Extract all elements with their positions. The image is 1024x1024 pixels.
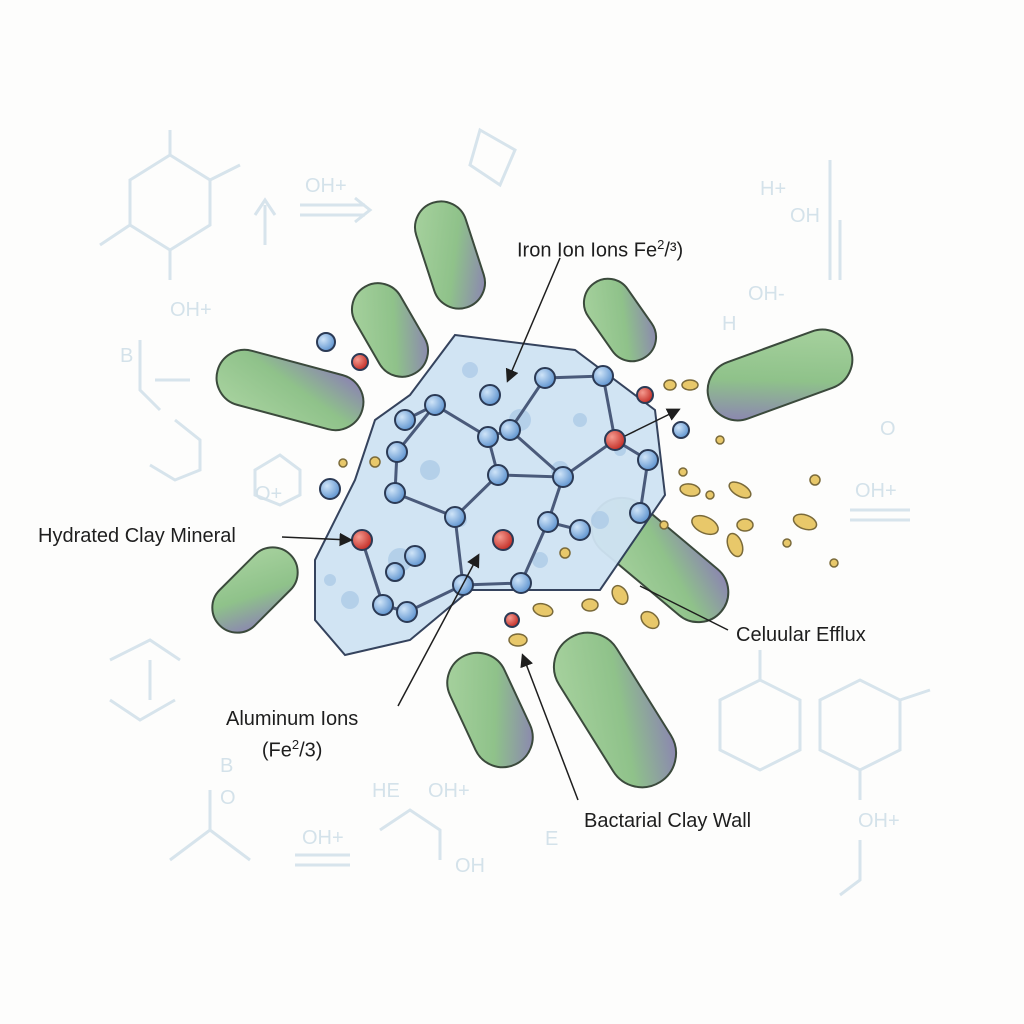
leader-iron [505,257,561,383]
background-chem-label: B [220,755,233,777]
label-hydrated-clay-mineral: Hydrated Clay Mineral [38,525,236,547]
background-labels: OH+ OH+ H+ OH OH- H B O+ O OH+ B O HE OH… [120,175,900,877]
label-bacterial-clay-wall: Bactarial Clay Wall [584,810,752,832]
aluminum-ion [384,482,406,504]
bacterium [215,348,365,432]
aluminum-ion [672,421,690,439]
background-chem-label: OH+ [858,810,900,832]
bacterium [706,328,854,422]
background-chem-label: OH [790,205,820,227]
aluminum-ion [629,502,651,524]
label-iron-text: Iron Ion Ions Fe [517,239,658,262]
label-iron-sup: 2 [657,237,665,252]
background-chem-label: OH+ [170,299,212,321]
aluminum-ion [404,545,426,567]
bacterium [414,200,486,310]
bacterium [211,546,299,634]
aluminum-ion [537,511,559,533]
aluminum-ion [510,572,532,594]
bacterium [582,277,658,363]
label-aluminum-line2-sup: 2 [291,737,300,752]
aluminum-ion [444,506,466,528]
aluminum-ion [396,601,418,623]
arrow-double [624,408,681,437]
background-chem-label: OH+ [428,780,470,802]
aluminum-ion [394,409,416,431]
label-iron-tail: /³) [664,239,684,262]
aluminum-ion [592,365,614,387]
aluminum-ion [637,449,659,471]
aluminum-ion [534,367,556,389]
leader-aluminum [397,553,480,707]
aluminum-ion [316,332,336,352]
background-chem-label: HE [372,780,400,802]
aluminum-ions [316,332,690,623]
label-aluminum-line2-a: (Fe [261,739,292,762]
iron-ions [351,353,654,628]
bacteria-group [211,200,854,789]
background-chem-label: OH+ [302,827,344,849]
background-chem-label: OH [455,855,485,877]
background-chem-label: O [220,787,236,809]
background-chem-label: OH- [748,283,785,305]
aluminum-ion [385,562,405,582]
aluminum-ion [569,519,591,541]
label-aluminum-line1: Aluminum Ions [226,708,359,730]
hydrated-clay-mineral [314,333,667,657]
aluminum-ion [477,426,499,448]
leader-lines [281,257,729,801]
bacterium [552,631,678,789]
background-chem-label: OH+ [855,480,897,502]
iron-ion [604,429,626,451]
label-aluminum-line2: (Fe2/3) [226,732,358,764]
aluminum-ion [372,594,394,616]
aluminum-ion [499,419,521,441]
label-cellular-efflux: Celuular Efflux [736,624,866,646]
iron-ion [636,386,654,404]
iron-ion [504,612,520,628]
aluminum-ion [386,441,408,463]
aluminum-ion [319,478,341,500]
background-chem-label: O [880,418,896,440]
background-chem-label: H [722,313,736,335]
background-chem-label: E [545,828,558,850]
leader-hydrated [281,532,353,547]
bacterium [351,282,429,378]
label-aluminum-ions: Aluminum Ions (Fe2/3) [226,706,358,764]
aluminum-ion [424,394,446,416]
iron-ion [351,353,369,371]
label-aluminum-line2-b: /3) [299,739,323,762]
aluminum-ion [487,464,509,486]
background-chem-label: B [120,345,133,367]
background-chemistry [99,127,931,897]
aluminum-ion [479,384,501,406]
iron-ion [351,529,373,551]
leader-efflux [639,585,729,631]
label-iron-ions: Iron Ion Ions Fe2/³) [517,232,683,264]
bacterium [446,651,534,769]
iron-ion [492,529,514,551]
background-chem-label: OH+ [305,175,347,197]
background-chem-label: H+ [760,178,786,200]
aluminum-ion [552,466,574,488]
cellular-efflux-particles [338,379,839,647]
leader-wall [520,653,579,801]
background-chem-label: O+ [255,483,282,505]
